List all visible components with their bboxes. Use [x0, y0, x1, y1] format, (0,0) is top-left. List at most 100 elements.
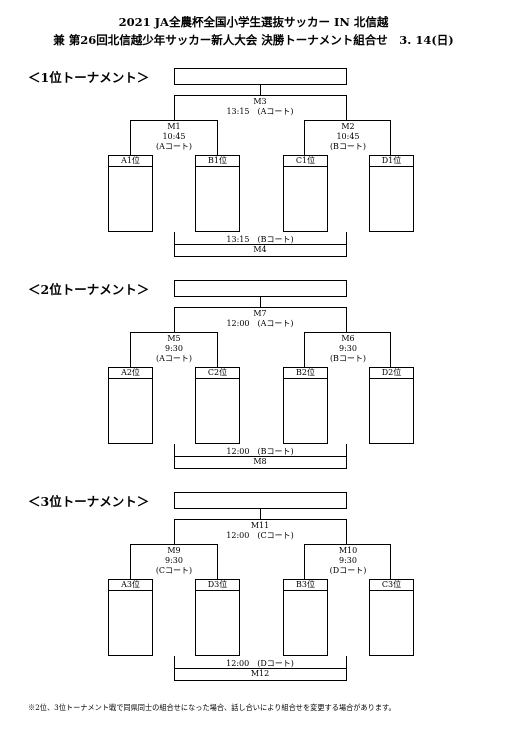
document-title-line2: 兼 第26回北信越少年サッカー新人大会 決勝トーナメント組合せ 3. 14(日) [53, 33, 454, 47]
champion-box [174, 492, 347, 509]
semifinal-time: 9:30 [339, 556, 357, 565]
bracket-line [346, 232, 347, 244]
third-place-match-id: M12 [250, 669, 270, 678]
bracket-line [174, 519, 347, 520]
team-slot: B2位 [283, 367, 328, 444]
bracket-line [130, 332, 218, 333]
bracket-line [304, 120, 391, 121]
team-slot-label: C2位 [196, 368, 239, 379]
bracket-line [346, 95, 347, 120]
tournament-heading: ＜2位トーナメント＞ [28, 282, 150, 297]
semifinal-time: 9:30 [339, 344, 357, 353]
bracket-line [174, 95, 175, 120]
bracket-line [174, 668, 347, 669]
third-place-match-id: M8 [253, 457, 267, 466]
team-slot-label: D3位 [196, 580, 239, 591]
bracket-line [130, 120, 218, 121]
bracket-line [174, 307, 175, 332]
bracket-line [390, 120, 391, 155]
semifinal-match-id: M9 [167, 546, 181, 555]
bracket-line [304, 332, 391, 333]
champion-box [174, 68, 347, 85]
semifinal-match-id: M10 [338, 546, 358, 555]
third-place-schedule: 13:15 (Bコート) [226, 235, 294, 244]
bracket-line [174, 244, 175, 256]
bracket-line [174, 680, 347, 681]
document-title-line1: 2021 JA全農杯全国小学生選抜サッカー IN 北信越 [118, 15, 389, 29]
bracket-line [130, 120, 131, 155]
bracket-line [174, 456, 347, 457]
bracket-line [217, 544, 218, 579]
third-place-match-id: M4 [253, 245, 267, 254]
bracket-line [346, 244, 347, 256]
bracket-line [260, 85, 261, 95]
bracket-line [346, 307, 347, 332]
team-slot-label: A2位 [109, 368, 152, 379]
team-slot: C2位 [195, 367, 240, 444]
tournament-section: ＜3位トーナメント＞ [0, 491, 507, 701]
bracket-line [217, 332, 218, 367]
semifinal-time: 9:30 [165, 556, 183, 565]
bracket-line [174, 444, 175, 456]
team-slot-label: C3位 [370, 580, 413, 591]
team-slot: D3位 [195, 579, 240, 656]
bracket-line [130, 332, 131, 367]
team-slot: A1位 [108, 155, 153, 232]
final-match-schedule: 12:00 (Aコート) [226, 319, 294, 328]
final-match-id: M3 [253, 97, 267, 106]
bracket-line [304, 332, 305, 367]
footnote: ※2位、3位トーナメント戦で同県同士の組合せになった場合、話し合いにより組合せを… [28, 703, 396, 712]
bracket-line [304, 120, 305, 155]
semifinal-court: (Bコート) [329, 142, 367, 151]
bracket-line [346, 519, 347, 544]
bracket-line [174, 244, 347, 245]
semifinal-time: 10:45 [336, 132, 360, 141]
bracket-line [346, 656, 347, 668]
final-match-schedule: 13:15 (Aコート) [226, 107, 294, 116]
bracket-line [174, 256, 347, 257]
team-slot-label: A1位 [109, 156, 152, 167]
semifinal-time: 9:30 [165, 344, 183, 353]
final-match-id: M11 [250, 521, 270, 530]
bracket-line [130, 544, 218, 545]
bracket-line [174, 656, 175, 668]
bracket-line [174, 232, 175, 244]
semifinal-court: (Cコート) [155, 566, 193, 575]
team-slot: B3位 [283, 579, 328, 656]
bracket-line [174, 468, 347, 469]
bracket-line [304, 544, 305, 579]
team-slot: C3位 [369, 579, 414, 656]
bracket-line [174, 95, 347, 96]
bracket-line [346, 668, 347, 680]
semifinal-court: (Bコート) [329, 354, 367, 363]
third-place-schedule: 12:00 (Bコート) [226, 447, 294, 456]
tournament-heading: ＜3位トーナメント＞ [28, 494, 150, 509]
team-slot-label: D2位 [370, 368, 413, 379]
bracket-line [130, 544, 131, 579]
semifinal-time: 10:45 [162, 132, 186, 141]
team-slot-label: B1位 [196, 156, 239, 167]
final-match-schedule: 12:00 (Cコート) [226, 531, 294, 540]
team-slot: A2位 [108, 367, 153, 444]
bracket-line [174, 519, 175, 544]
semifinal-match-id: M2 [341, 122, 355, 131]
semifinal-court: (Aコート) [155, 142, 193, 151]
bracket-line [390, 544, 391, 579]
tournament-heading: ＜1位トーナメント＞ [28, 70, 150, 85]
team-slot: D2位 [369, 367, 414, 444]
bracket-line [217, 120, 218, 155]
bracket-line [174, 307, 347, 308]
bracket-line [260, 509, 261, 519]
team-slot: D1位 [369, 155, 414, 232]
semifinal-match-id: M1 [167, 122, 181, 131]
bracket-line [304, 544, 391, 545]
tournament-section: ＜2位トーナメント＞ [0, 279, 507, 489]
bracket-line [390, 332, 391, 367]
bracket-line [260, 297, 261, 307]
final-match-id: M7 [253, 309, 267, 318]
bracket-line [346, 444, 347, 456]
team-slot-label: D1位 [370, 156, 413, 167]
bracket-line [174, 456, 175, 468]
team-slot: B1位 [195, 155, 240, 232]
bracket-line [346, 456, 347, 468]
